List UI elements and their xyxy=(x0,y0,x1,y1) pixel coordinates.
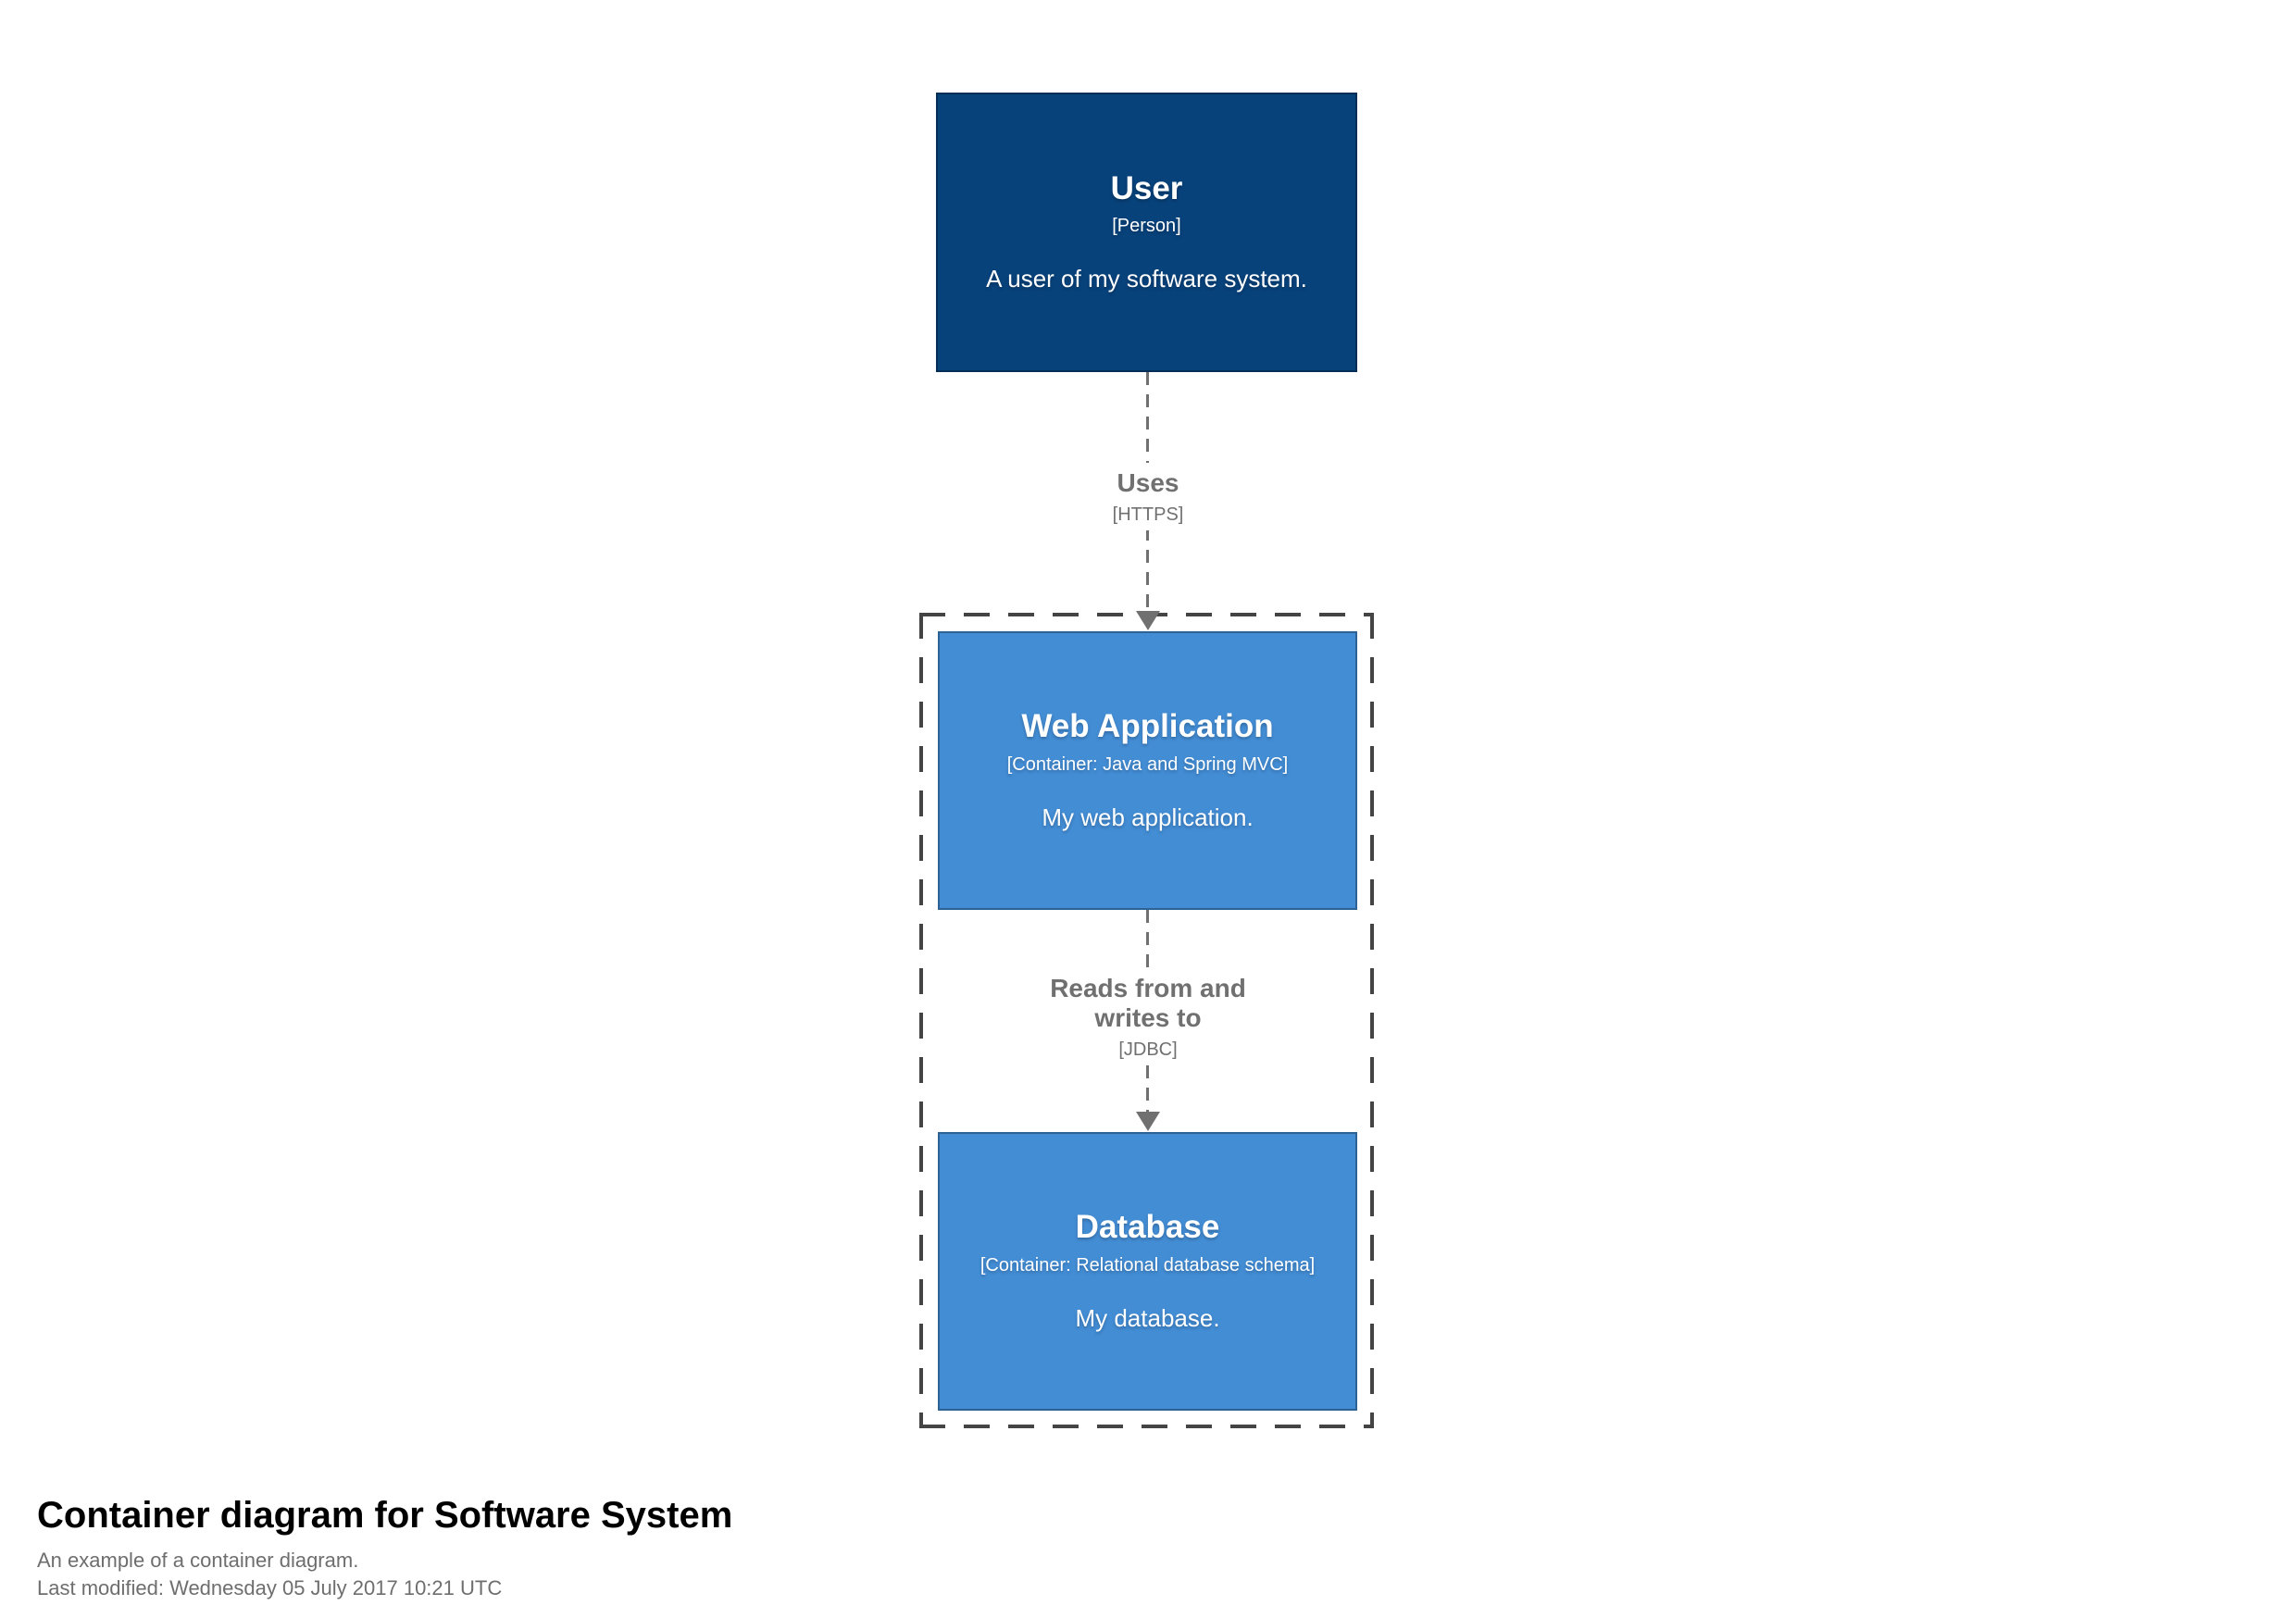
arrowhead-down-icon xyxy=(1136,611,1160,630)
relationship-reads-writes-label: Reads from and writes to [JDBC] xyxy=(1039,968,1257,1066)
relationship-reads-writes-text: Reads from and xyxy=(1050,974,1246,1002)
relationship-uses-text: Uses xyxy=(1117,468,1179,497)
relationship-reads-writes-technology: [JDBC] xyxy=(1118,1039,1178,1061)
diagram-title: Container diagram for Software System xyxy=(37,1495,733,1536)
diagram-footer: Container diagram for Software System An… xyxy=(37,1494,732,1600)
relationship-reads-writes-text-line2: writes to xyxy=(1094,1003,1202,1033)
node-user-person[interactable]: User [Person] A user of my software syst… xyxy=(936,93,1357,372)
node-database-description: My database. xyxy=(1075,1303,1220,1332)
node-user-description: A user of my software system. xyxy=(986,265,1307,293)
diagram-last-modified: Last modified: Wednesday 05 July 2017 10… xyxy=(37,1575,503,1599)
node-database-meta: [Container: Relational database schema] xyxy=(980,1254,1316,1276)
arrowhead-down-icon xyxy=(1136,1112,1160,1131)
node-web-application-description: My web application. xyxy=(1042,803,1254,831)
node-user-name: User xyxy=(1110,169,1183,206)
node-web-application-name: Web Application xyxy=(1021,708,1274,745)
boundary-edge-bottom xyxy=(919,1425,1374,1428)
node-web-application-meta: [Container: Java and Spring MVC] xyxy=(1006,753,1289,775)
node-database-name: Database xyxy=(1075,1209,1220,1246)
node-web-application-container[interactable]: Web Application [Container: Java and Spr… xyxy=(938,631,1357,910)
relationship-uses-label: Uses [HTTPS] xyxy=(1101,463,1195,531)
node-database-container[interactable]: Database [Container: Relational database… xyxy=(938,1132,1357,1411)
relationship-uses-technology: [HTTPS] xyxy=(1112,504,1184,526)
diagram-description: An example of a container diagram. xyxy=(37,1549,359,1572)
node-user-meta: [Person] xyxy=(1112,216,1181,237)
boundary-edge-right xyxy=(1370,613,1374,1428)
boundary-edge-left xyxy=(919,613,923,1428)
